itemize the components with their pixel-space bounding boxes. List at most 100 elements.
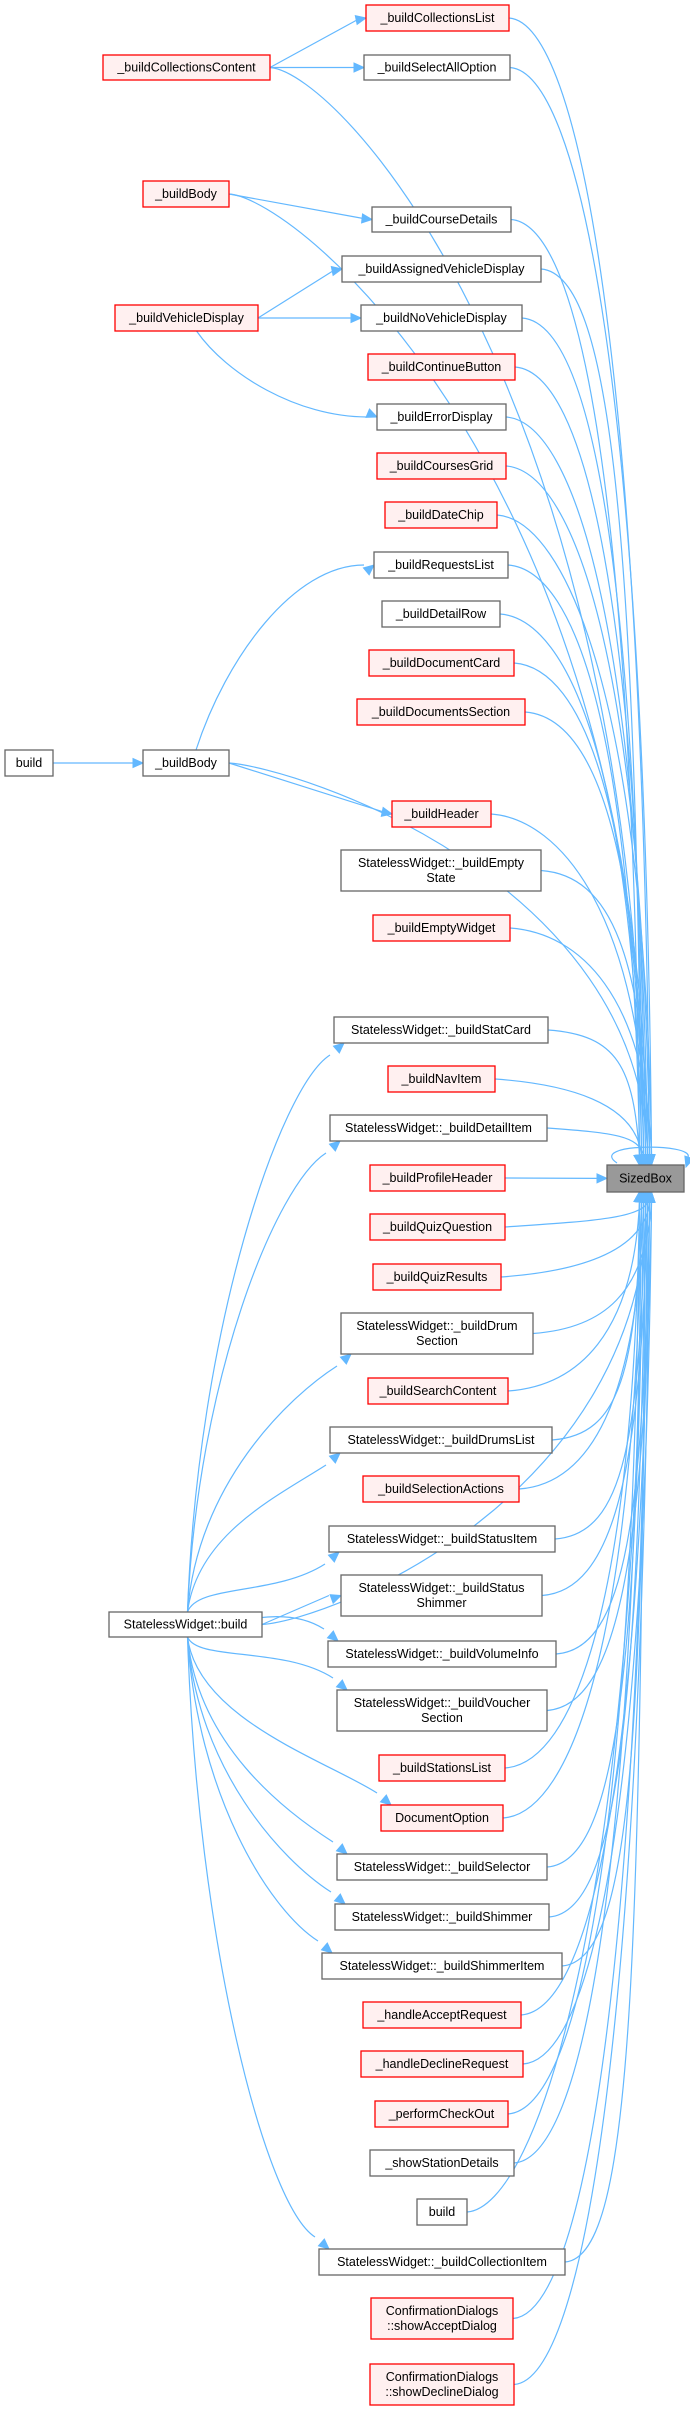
node-n31[interactable]: _buildStationsList bbox=[378, 1754, 506, 1782]
node-label: StatelessWidget::_buildCollectionItem bbox=[337, 2255, 547, 2269]
node-n24[interactable]: _buildSearchContent bbox=[367, 1377, 509, 1405]
node-n37[interactable]: _handleDeclineRequest bbox=[360, 2050, 524, 2078]
node-n36[interactable]: _handleAcceptRequest bbox=[362, 2001, 522, 2029]
node-n34[interactable]: StatelessWidget::_buildShimmer bbox=[334, 1903, 550, 1931]
node-buildBodyRed[interactable]: _buildBody bbox=[142, 180, 230, 208]
node-n41[interactable]: StatelessWidget::_buildCollectionItem bbox=[318, 2248, 566, 2276]
node-label: _buildNoVehicleDisplay bbox=[375, 311, 507, 325]
node-n39[interactable]: _showStationDetails bbox=[369, 2149, 515, 2177]
node-n38[interactable]: _performCheckOut bbox=[374, 2100, 509, 2128]
node-label: DocumentOption bbox=[395, 1811, 489, 1825]
node-n22[interactable]: _buildQuizResults bbox=[372, 1263, 502, 1291]
edge-n43-to-sizedbox bbox=[513, 1190, 654, 2386]
node-n25[interactable]: StatelessWidget::_buildDrumsList bbox=[329, 1426, 553, 1454]
node-label: _buildVehicleDisplay bbox=[128, 311, 244, 325]
node-n26[interactable]: _buildSelectionActions bbox=[362, 1475, 520, 1503]
node-n18[interactable]: _buildNavItem bbox=[387, 1065, 496, 1093]
node-box bbox=[340, 1312, 534, 1355]
edge-n19-to-sizedbox bbox=[546, 1127, 648, 1167]
node-n6[interactable]: _buildContinueButton bbox=[367, 353, 516, 381]
node-box bbox=[374, 2100, 509, 2128]
edge-statelessBuild-to-n25 bbox=[186, 1452, 341, 1613]
node-n43[interactable]: ConfirmationDialogs::showDeclineDialog bbox=[369, 2363, 515, 2406]
node-n14[interactable]: _buildHeader bbox=[391, 800, 492, 828]
node-n20[interactable]: _buildProfileHeader bbox=[369, 1164, 506, 1192]
edge-statelessBuild-to-n32 bbox=[186, 1636, 392, 1806]
node-box bbox=[329, 1426, 553, 1454]
node-label: State bbox=[426, 871, 455, 885]
edge-n21-to-sizedbox bbox=[504, 1190, 652, 1228]
edge-statelessBuild-to-n35 bbox=[186, 1636, 333, 1954]
node-label: ::showAcceptDialog bbox=[387, 2319, 497, 2333]
node-n13[interactable]: _buildDocumentsSection bbox=[356, 698, 526, 726]
node-n7[interactable]: _buildErrorDisplay bbox=[376, 403, 507, 431]
node-box bbox=[333, 1016, 549, 1044]
node-box bbox=[362, 1475, 520, 1503]
node-box bbox=[376, 403, 507, 431]
edge-n20-to-sizedbox bbox=[504, 1173, 609, 1184]
node-vehicleDisplay[interactable]: _buildVehicleDisplay bbox=[114, 304, 259, 332]
node-label: _buildQuizQuestion bbox=[382, 1220, 492, 1234]
node-box bbox=[360, 2050, 524, 2078]
node-n11[interactable]: _buildDetailRow bbox=[381, 600, 501, 628]
node-label: _buildErrorDisplay bbox=[389, 410, 493, 424]
node-box bbox=[336, 1853, 548, 1881]
node-n32[interactable]: DocumentOption bbox=[380, 1804, 504, 1832]
node-label: StatelessWidget::_buildShimmerItem bbox=[340, 1959, 545, 1973]
node-buildBodyGray[interactable]: _buildBody bbox=[142, 749, 230, 777]
node-statelessBuild[interactable]: StatelessWidget::build bbox=[108, 1611, 263, 1638]
node-n29[interactable]: StatelessWidget::_buildVolumeInfo bbox=[327, 1640, 557, 1668]
node-label: build bbox=[16, 756, 42, 770]
node-box bbox=[108, 1611, 263, 1638]
node-n2[interactable]: _buildSelectAllOption bbox=[363, 54, 511, 81]
node-n35[interactable]: StatelessWidget::_buildShimmerItem bbox=[321, 1952, 563, 1980]
node-sizedbox-focus[interactable]: SizedBox bbox=[606, 1164, 685, 1193]
node-n42[interactable]: ConfirmationDialogs::showAcceptDialog bbox=[370, 2297, 514, 2340]
edge-statelessBuild-to-n28 bbox=[261, 1594, 343, 1626]
edge-statelessBuild-to-n27 bbox=[186, 1551, 340, 1613]
node-label: _buildBody bbox=[154, 187, 218, 201]
node-label: ::showDeclineDialog bbox=[385, 2385, 498, 2399]
node-box bbox=[376, 452, 507, 480]
node-box bbox=[368, 649, 515, 677]
node-label: _buildEmptyWidget bbox=[387, 921, 496, 935]
node-collectionsContent[interactable]: _buildCollectionsContent bbox=[102, 54, 271, 81]
node-box bbox=[365, 4, 510, 32]
edge-n22-to-sizedbox bbox=[500, 1190, 654, 1278]
node-n27[interactable]: StatelessWidget::_buildStatusItem bbox=[328, 1525, 556, 1553]
edge-statelessBuild-to-n30 bbox=[186, 1636, 348, 1691]
node-n1[interactable]: _buildCollectionsList bbox=[365, 4, 510, 32]
node-n19[interactable]: StatelessWidget::_buildDetailItem bbox=[329, 1114, 548, 1142]
node-n5[interactable]: _buildNoVehicleDisplay bbox=[360, 304, 523, 332]
node-box bbox=[334, 1903, 550, 1931]
node-label: _buildSelectionActions bbox=[377, 1482, 504, 1496]
node-n3[interactable]: _buildCourseDetails bbox=[371, 206, 512, 233]
node-n40[interactable]: build bbox=[416, 2198, 468, 2226]
node-n9[interactable]: _buildDateChip bbox=[384, 501, 498, 529]
node-label: _buildProfileHeader bbox=[382, 1171, 493, 1185]
node-n21[interactable]: _buildQuizQuestion bbox=[369, 1213, 506, 1241]
node-n10[interactable]: _buildRequestsList bbox=[373, 551, 509, 579]
edge-n34-to-sizedbox bbox=[548, 1190, 650, 1918]
node-n12[interactable]: _buildDocumentCard bbox=[368, 649, 515, 677]
node-n17[interactable]: StatelessWidget::_buildStatCard bbox=[333, 1016, 549, 1044]
node-label: _buildDateChip bbox=[397, 508, 484, 522]
node-box bbox=[340, 1574, 543, 1617]
node-box bbox=[142, 749, 230, 777]
edge-n37-to-sizedbox bbox=[522, 1190, 656, 2065]
node-box bbox=[372, 914, 511, 942]
node-buildRoot[interactable]: build bbox=[4, 749, 54, 777]
node-n16[interactable]: _buildEmptyWidget bbox=[372, 914, 511, 942]
node-n33[interactable]: StatelessWidget::_buildSelector bbox=[336, 1853, 548, 1881]
node-box bbox=[4, 749, 54, 777]
node-box bbox=[367, 1377, 509, 1405]
node-n8[interactable]: _buildCoursesGrid bbox=[376, 452, 507, 480]
node-label: StatelessWidget::_buildDrumsList bbox=[348, 1433, 535, 1447]
node-n4[interactable]: _buildAssignedVehicleDisplay bbox=[341, 255, 542, 283]
edge-collectionsContent-to-n2 bbox=[270, 62, 366, 73]
edge-buildBodyRed-to-n3 bbox=[228, 193, 374, 224]
